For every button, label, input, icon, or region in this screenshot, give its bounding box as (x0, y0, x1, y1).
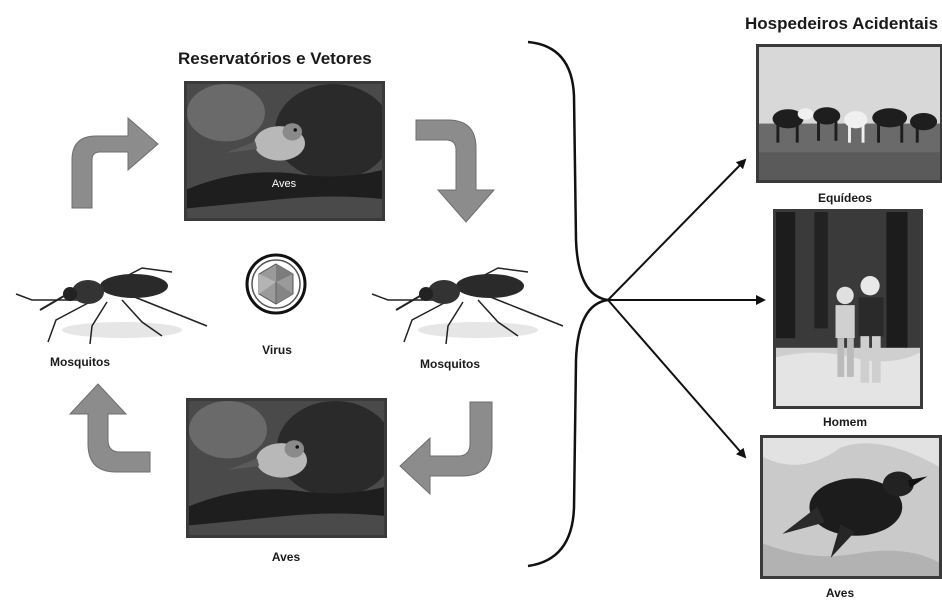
branch-arrow-aves (607, 299, 747, 459)
cycle-arrow-top-right (415, 119, 496, 223)
mosquito-left (15, 267, 208, 345)
virus-icon (245, 253, 307, 315)
cycle-arrow-top-left (71, 116, 159, 209)
crow-photo (760, 435, 942, 579)
bird-bottom-label: Aves (271, 550, 301, 564)
cycle-arrow-bottom-left (68, 383, 151, 473)
bird-top-label: Aves (271, 178, 297, 190)
mosquito-right-label: Mosquitos (420, 357, 480, 371)
bird-photo-top (184, 81, 385, 221)
mosquito-right (371, 267, 564, 345)
hosts-title: Hospedeiros Acidentais (745, 14, 939, 33)
cycle-arrow-bottom-right (399, 401, 493, 496)
mosquito-left-label: Mosquitos (50, 355, 110, 369)
horses-photo (756, 44, 942, 183)
humans-photo (773, 209, 923, 409)
branch-arrow-equideos (607, 158, 747, 301)
virus-label: Virus (262, 343, 292, 357)
reservoirs-title: Reservatórios e Vetores (178, 49, 372, 68)
bird-photo-bottom (186, 398, 387, 538)
host-label-aves: Aves (825, 586, 855, 600)
host-label-equideos: Equídeos (817, 191, 872, 205)
host-label-homem: Homem (822, 415, 867, 429)
